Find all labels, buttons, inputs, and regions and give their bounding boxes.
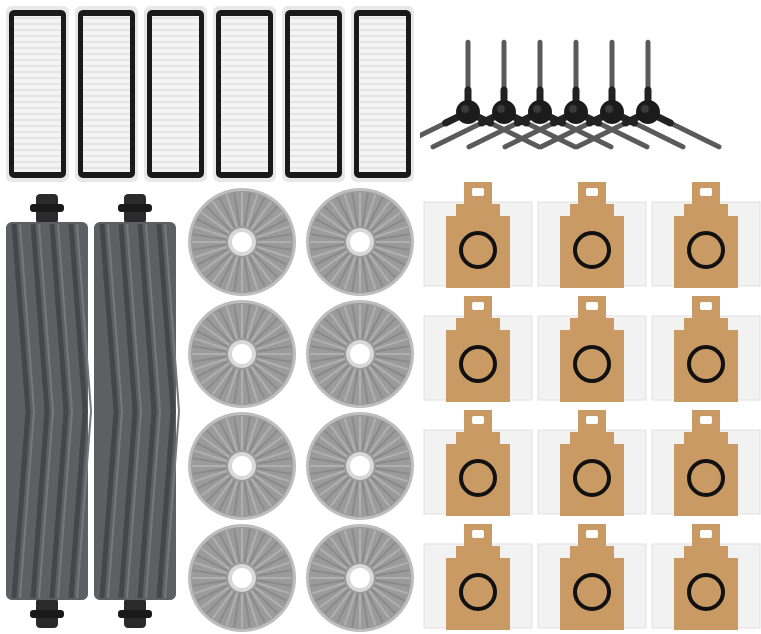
mop-pad: [188, 188, 296, 296]
mop-pad: [188, 524, 296, 632]
main-brushes-group: [0, 190, 180, 634]
mop-pad: [306, 524, 414, 632]
hepa-filters: [6, 6, 414, 182]
side-brush: [420, 39, 542, 150]
dust-bag: [423, 296, 533, 402]
hepa-filter: [213, 6, 276, 182]
dust-bag: [651, 410, 761, 516]
hepa-filter: [282, 6, 345, 182]
dust-bag: [423, 182, 533, 288]
dust-bag: [651, 182, 761, 288]
side-brush: [574, 39, 722, 150]
mop-pad: [306, 412, 414, 520]
main-brushes: [6, 194, 180, 628]
dust-bag: [423, 524, 533, 630]
side-brushes: [420, 39, 722, 150]
dust-bag: [537, 182, 647, 288]
hepa-filters-group: [0, 0, 420, 186]
hepa-filter: [144, 6, 207, 182]
dust-bag: [537, 410, 647, 516]
side-brushes-group: [420, 20, 761, 170]
dust-bag: [423, 410, 533, 516]
mop-pad: [306, 188, 414, 296]
hepa-filter: [75, 6, 138, 182]
dust-bags-group: [420, 172, 761, 634]
dust-bag: [651, 524, 761, 630]
hepa-filter: [6, 6, 69, 182]
mop-pads: [188, 188, 414, 632]
dust-bag: [651, 296, 761, 402]
mop-pad: [306, 300, 414, 408]
mop-pads-group: [180, 186, 420, 634]
main-roller-brush: [94, 194, 180, 628]
mop-pad: [188, 412, 296, 520]
dust-bag: [537, 524, 647, 630]
mop-pad: [188, 300, 296, 408]
main-roller-brush: [6, 194, 93, 628]
dust-bags: [423, 182, 761, 630]
hepa-filter: [351, 6, 414, 182]
dust-bag: [537, 296, 647, 402]
